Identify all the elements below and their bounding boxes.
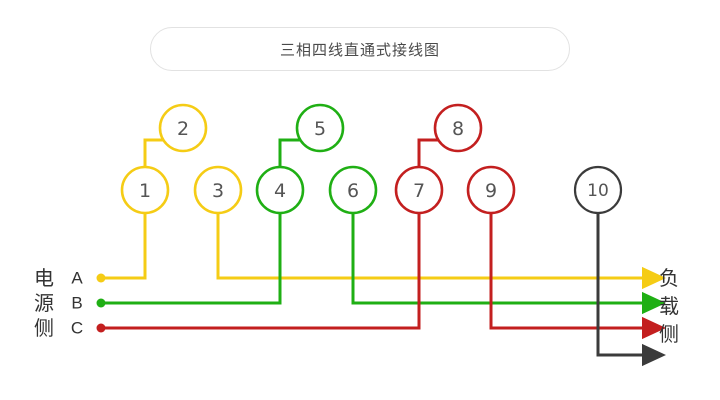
terminal-4[interactable]: 4 (255, 165, 305, 215)
wire-source-b-to-terminal-4 (101, 213, 282, 305)
wire-source-a-to-terminal-1 (101, 213, 147, 280)
terminal-5-label: 5 (314, 118, 326, 140)
wire-terminal-3-to-load-a (216, 213, 666, 290)
terminal-1-circle[interactable] (120, 165, 170, 215)
terminal-2-label: 2 (177, 118, 189, 140)
wire-terminal-6-to-load-b (351, 213, 666, 315)
diagram-title-pill: 三相四线直通式接线图 (150, 27, 570, 71)
terminal-10[interactable]: 10 (573, 165, 623, 215)
phase-c-wiring (96, 138, 666, 340)
terminal-6-label: 6 (347, 180, 359, 202)
source-side-char-2: 源 (34, 291, 54, 315)
source-side-char-1: 电 (34, 266, 54, 290)
terminal-9-label: 9 (485, 180, 497, 202)
terminal-10-label: 10 (587, 181, 609, 201)
terminal-3-label: 3 (212, 180, 224, 202)
terminal-7-circle[interactable] (394, 165, 444, 215)
wire-terminal-10-to-load-n (596, 213, 666, 367)
page-title: 三相四线直通式接线图 (279, 40, 440, 59)
phase-b-wiring (96, 138, 666, 315)
load-side-char-1: 负 (659, 266, 679, 290)
terminal-3[interactable]: 3 (193, 165, 243, 215)
terminal-9[interactable]: 9 (466, 165, 516, 215)
load-side-char-2: 载 (659, 294, 679, 318)
terminal-8[interactable]: 8 (433, 103, 483, 153)
terminal-7[interactable]: 7 (394, 165, 444, 215)
terminal-6-circle[interactable] (328, 165, 378, 215)
terminal-5-circle[interactable] (295, 103, 345, 153)
terminal-1[interactable]: 1 (120, 165, 170, 215)
terminal-8-label: 8 (452, 118, 464, 140)
load-side-char-3: 侧 (659, 322, 679, 346)
phase-a-wiring (96, 138, 666, 290)
terminal-10-circle[interactable] (573, 165, 623, 215)
terminal-2[interactable]: 2 (158, 103, 208, 153)
terminal-9-circle[interactable] (466, 165, 516, 215)
terminal-6[interactable]: 6 (328, 165, 378, 215)
terminal-8-circle[interactable] (433, 103, 483, 153)
terminal-7-label: 7 (413, 180, 425, 202)
terminal-4-circle[interactable] (255, 165, 305, 215)
terminal-2-circle[interactable] (158, 103, 208, 153)
neutral-wiring (596, 213, 666, 367)
phase-label-b: B (71, 294, 82, 313)
terminal-1-label: 1 (139, 180, 151, 202)
source-side-labels: 电 源 侧 A B C (34, 266, 83, 340)
phase-label-a: A (71, 269, 83, 288)
terminal-group: 1 2 3 4 5 6 7 (120, 103, 623, 215)
wire-source-c-to-terminal-7 (101, 213, 421, 330)
terminal-4-label: 4 (274, 180, 286, 202)
source-side-char-3: 侧 (34, 316, 54, 340)
load-side-labels: 负 载 侧 (659, 266, 679, 346)
wire-terminal-9-to-load-c (489, 213, 666, 340)
terminal-5[interactable]: 5 (295, 103, 345, 153)
terminal-3-circle[interactable] (193, 165, 243, 215)
phase-label-c: C (71, 319, 83, 338)
